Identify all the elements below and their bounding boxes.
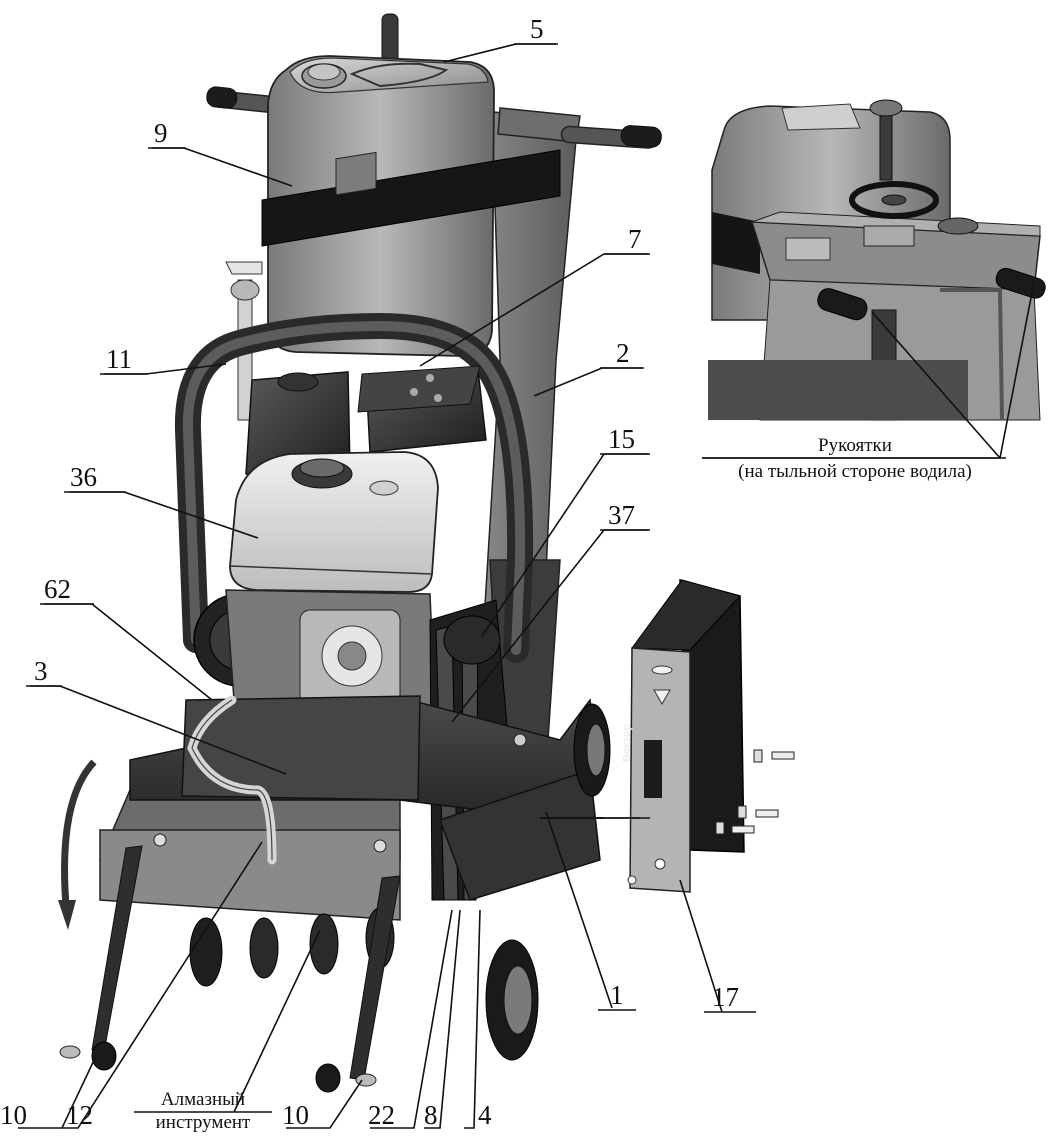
inset-caption-subtitle: (на тыльной стороне водила) xyxy=(738,461,972,482)
callout-10-left: 10 xyxy=(0,1100,27,1130)
machine-illustration xyxy=(58,13,662,1093)
water-tank xyxy=(261,55,561,357)
tool-caption-title: Алмазный xyxy=(160,1089,246,1110)
inset-caption-title: Рукоятки xyxy=(818,435,892,456)
callout-underlines xyxy=(26,43,1006,1113)
callout-11: 11 xyxy=(106,344,132,374)
wheels xyxy=(189,703,611,1061)
cover-plate-logo: Вектор xyxy=(621,723,633,762)
callout-3: 3 xyxy=(34,656,48,686)
bolts xyxy=(715,749,795,835)
callout-36: 36 xyxy=(70,462,97,492)
callout-37: 37 xyxy=(608,500,635,530)
depth-rods xyxy=(59,845,401,1093)
handles-inset-view xyxy=(708,99,1046,421)
callout-12: 12 xyxy=(66,1100,93,1130)
handlebar xyxy=(206,13,662,149)
callout-9: 9 xyxy=(154,118,168,148)
tool-caption-subtitle: инструмент xyxy=(155,1112,251,1133)
rotation-arrow-icon xyxy=(58,759,97,930)
callout-62: 62 xyxy=(44,574,71,604)
engine-air-filter xyxy=(245,365,487,475)
callout-8: 8 xyxy=(424,1100,438,1130)
callout-17: 17 xyxy=(712,982,739,1012)
callout-7: 7 xyxy=(628,224,642,254)
callout-4: 4 xyxy=(478,1100,492,1130)
engine-fuel-tank xyxy=(229,451,439,593)
callout-2: 2 xyxy=(616,338,630,368)
callout-22: 22 xyxy=(368,1100,395,1130)
callout-10-right: 10 xyxy=(282,1100,309,1130)
callout-5: 5 xyxy=(530,14,544,44)
belt-guard-cover xyxy=(627,579,795,893)
callout-1: 1 xyxy=(610,980,624,1010)
callout-15: 15 xyxy=(608,424,635,454)
